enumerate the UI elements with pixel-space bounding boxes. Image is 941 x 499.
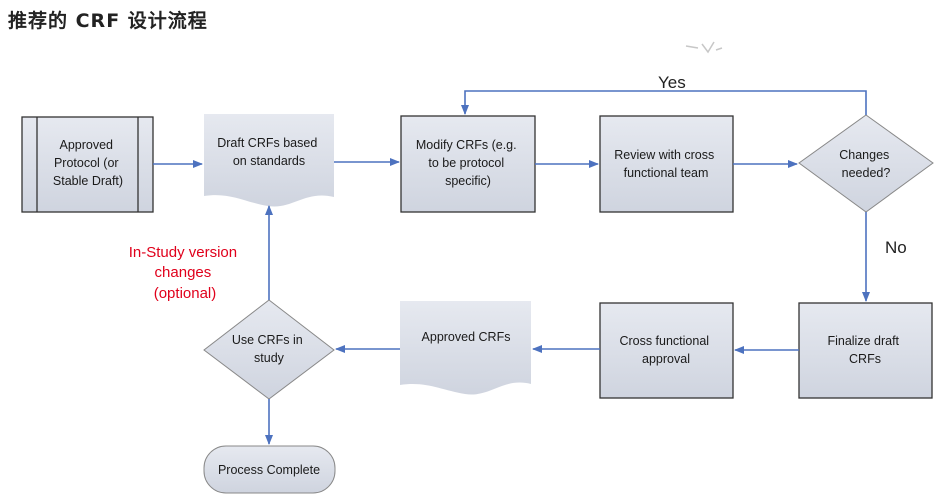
edge-label-yes: Yes xyxy=(658,73,686,92)
edge-label-in-study: In-Study version changes (optional) xyxy=(129,244,242,302)
node-use-crfs xyxy=(203,299,335,400)
node-process-complete-label: Process Complete xyxy=(218,463,320,477)
node-changes-needed-label: Changes needed? xyxy=(839,148,893,180)
node-finalize xyxy=(798,302,933,399)
node-review xyxy=(599,115,734,213)
node-approved-crfs-label: Approved CRFs xyxy=(422,330,511,344)
page-title: 推荐的 CRF 设计流程 xyxy=(8,10,208,32)
node-cross-approval-label: Cross functional approval xyxy=(619,334,712,366)
watermark-scribble xyxy=(685,41,723,54)
node-cross-approval xyxy=(599,302,734,399)
node-changes-needed xyxy=(798,114,934,213)
edge-label-no: No xyxy=(885,238,907,257)
node-modify-crfs-label: Modify CRFs (e.g. to be protocol specifi… xyxy=(416,138,520,188)
node-draft-crfs-label: Draft CRFs based on standards xyxy=(217,136,321,168)
node-use-crfs-label: Use CRFs in study xyxy=(232,333,306,365)
node-finalize-label: Finalize draft CRFs xyxy=(827,334,902,366)
node-approved-protocol-label: Approved Protocol (or Stable Draft) xyxy=(53,138,123,188)
arrow-yes-loop xyxy=(461,90,867,115)
node-process-complete xyxy=(203,445,336,494)
node-review-label: Review with cross functional team xyxy=(614,148,718,180)
node-draft-crfs xyxy=(204,114,334,207)
node-modify-crfs xyxy=(400,115,536,213)
node-approved-crfs xyxy=(400,301,531,395)
